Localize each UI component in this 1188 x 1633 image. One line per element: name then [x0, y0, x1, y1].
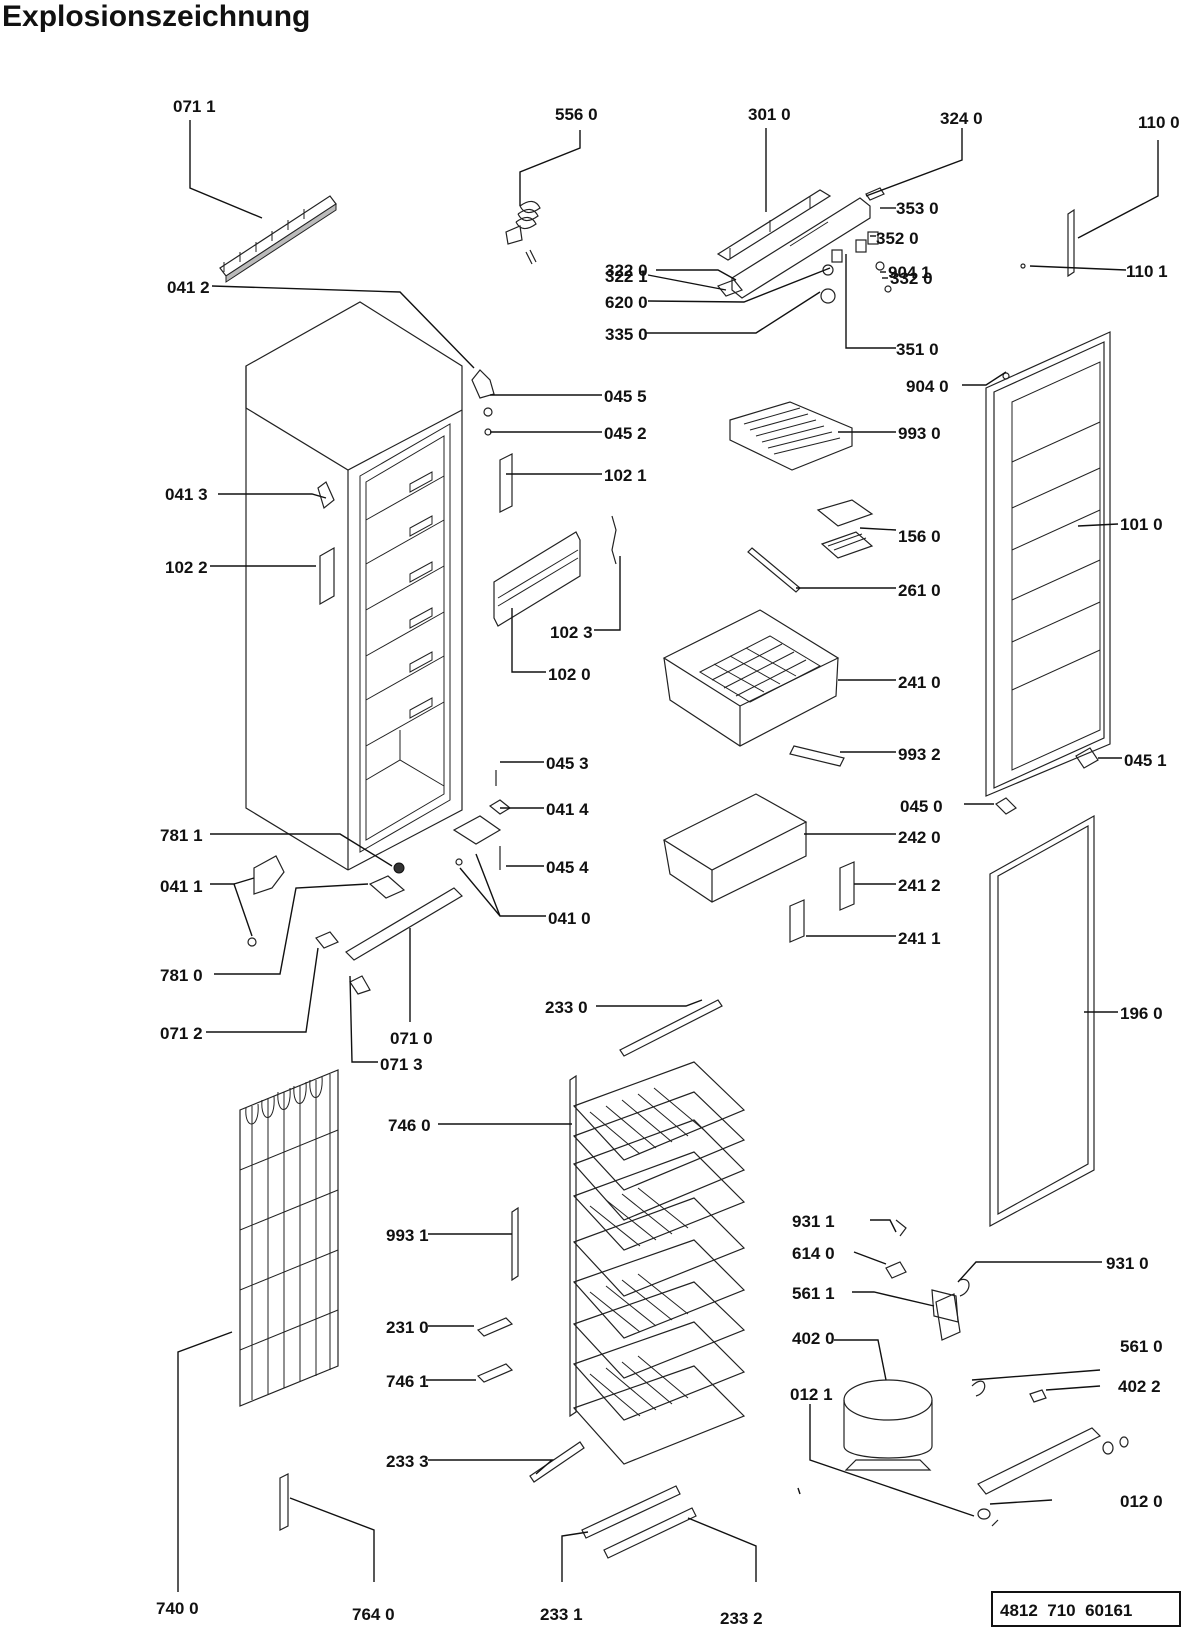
lower-hinge-parts — [247, 770, 512, 995]
label-993-0: 993 0 — [898, 424, 941, 443]
top-hinge-bar — [219, 195, 337, 283]
label-904-0: 904 0 — [906, 377, 949, 396]
label-071-1: 071 1 — [173, 97, 216, 116]
label-556-0: 556 0 — [555, 105, 598, 124]
door-panel — [985, 331, 1111, 797]
label-102-0: 102 0 — [548, 665, 591, 684]
label-241-2: 241 2 — [898, 876, 941, 895]
freezer-drawer-upper — [662, 609, 845, 767]
shelf-fittings — [476, 1206, 519, 1383]
label-335-0: 335 0 — [605, 325, 648, 344]
label-561-1: 561 1 — [792, 1284, 835, 1303]
label-402-2: 402 2 — [1118, 1377, 1161, 1396]
document-number: 4812 710 60161 — [1000, 1601, 1132, 1620]
label-071-2: 071 2 — [160, 1024, 203, 1043]
label-045-2: 045 2 — [604, 424, 647, 443]
part-labels: 071 1 556 0 301 0 324 0 110 0 353 0 352 … — [156, 97, 1180, 1628]
evaporator-panel — [493, 515, 617, 627]
label-993-1: 993 1 — [386, 1226, 429, 1245]
label-561-0: 561 0 — [1120, 1337, 1163, 1356]
label-351-0: 351 0 — [896, 340, 939, 359]
page-title: Explosionszeichnung — [2, 0, 311, 33]
label-620-0: 620 0 — [605, 293, 648, 312]
label-740-0: 740 0 — [156, 1599, 199, 1618]
label-931-1: 931 1 — [792, 1212, 835, 1231]
upper-hinge-parts — [317, 369, 513, 606]
label-931-0: 931 0 — [1106, 1254, 1149, 1273]
document-number-box: 4812 710 60161 — [991, 1591, 1181, 1627]
label-241-1: 241 1 — [898, 929, 941, 948]
label-102-1: 102 1 — [604, 466, 647, 485]
top-cover — [716, 187, 892, 304]
label-233-1: 233 1 — [540, 1605, 583, 1624]
label-904-1: 904 1 — [888, 263, 931, 282]
ice-tray — [747, 499, 874, 593]
label-746-1: 746 1 — [386, 1372, 429, 1391]
label-242-0: 242 0 — [898, 828, 941, 847]
label-322-1: 322 1 — [605, 267, 648, 286]
compressor-assembly — [843, 1219, 1129, 1527]
label-781-1: 781 1 — [160, 826, 203, 845]
label-353-0: 353 0 — [896, 199, 939, 218]
label-233-3: 233 3 — [386, 1452, 429, 1471]
label-071-3: 071 3 — [380, 1055, 423, 1074]
cabinet-body — [245, 301, 463, 874]
label-402-0: 402 0 — [792, 1329, 835, 1348]
leader-lines — [177, 120, 1159, 1592]
condenser-coil — [239, 1069, 339, 1531]
wire-shelves — [529, 999, 746, 1559]
label-045-1: 045 1 — [1124, 751, 1167, 770]
label-614-0: 614 0 — [792, 1244, 835, 1263]
label-071-0: 071 0 — [390, 1029, 433, 1048]
label-993-2: 993 2 — [898, 745, 941, 764]
label-324-0: 324 0 — [940, 109, 983, 128]
parts-drawing — [219, 187, 1129, 1559]
label-746-0: 746 0 — [388, 1116, 431, 1135]
label-233-2: 233 2 — [720, 1609, 763, 1628]
label-045-5: 045 5 — [604, 387, 647, 406]
label-764-0: 764 0 — [352, 1605, 395, 1624]
label-261-0: 261 0 — [898, 581, 941, 600]
label-241-0: 241 0 — [898, 673, 941, 692]
label-041-1: 041 1 — [160, 877, 203, 896]
label-045-0: 045 0 — [900, 797, 943, 816]
label-041-0: 041 0 — [548, 909, 591, 928]
label-231-0: 231 0 — [386, 1318, 429, 1337]
label-110-1: 110 1 — [1126, 262, 1168, 281]
label-233-0: 233 0 — [545, 998, 588, 1017]
label-041-2: 041 2 — [167, 278, 210, 297]
label-045-4: 045 4 — [546, 858, 589, 877]
label-041-4: 041 4 — [546, 800, 589, 819]
label-196-0: 196 0 — [1120, 1004, 1163, 1023]
label-156-0: 156 0 — [898, 527, 941, 546]
label-045-3: 045 3 — [546, 754, 589, 773]
label-110-0: 110 0 — [1138, 113, 1180, 132]
label-102-2: 102 2 — [165, 558, 208, 577]
label-301-0: 301 0 — [748, 105, 791, 124]
label-041-3: 041 3 — [165, 485, 208, 504]
label-781-0: 781 0 — [160, 966, 203, 985]
label-012-0: 012 0 — [1120, 1492, 1163, 1511]
door-gasket — [989, 814, 1095, 1228]
hinge-strip — [1020, 208, 1075, 278]
label-352-0: 352 0 — [876, 229, 919, 248]
spring — [505, 200, 541, 265]
label-102-3: 102 3 — [550, 623, 593, 642]
label-322-0: 322 0 — [605, 261, 648, 280]
shelf-grille — [729, 401, 853, 471]
label-332-0: 332 0 — [890, 269, 933, 288]
label-012-1: 012 1 — [790, 1385, 833, 1404]
label-101-0: 101 0 — [1120, 515, 1163, 534]
